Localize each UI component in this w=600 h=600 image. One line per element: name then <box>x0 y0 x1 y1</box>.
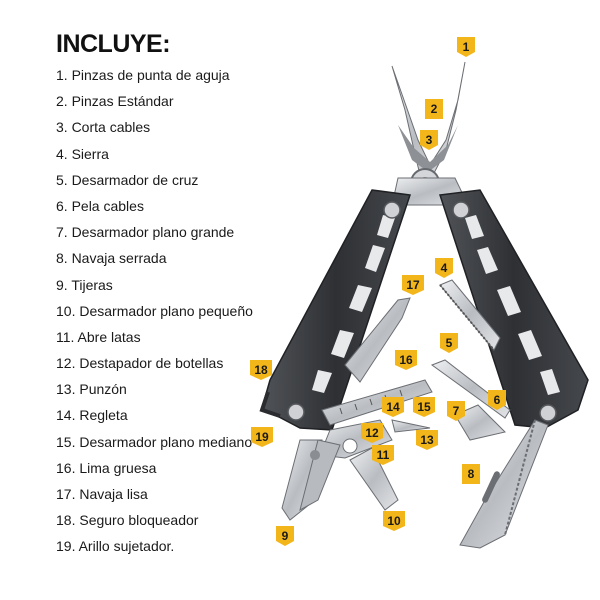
callout-17: 17 <box>402 275 424 295</box>
plain-knife <box>344 297 411 383</box>
page-title: INCLUYE: <box>56 30 171 58</box>
list-item: 12. Destapador de botellas <box>56 355 224 372</box>
callout-9: 9 <box>276 526 294 546</box>
callout-15: 15 <box>413 397 435 417</box>
callout-3: 3 <box>420 130 438 150</box>
awl <box>391 419 431 433</box>
callout-4: 4 <box>435 258 453 278</box>
list-item: 19. Arillo sujetador. <box>56 538 175 555</box>
list-item: 15. Desarmador plano mediano <box>56 433 253 450</box>
callout-11: 11 <box>372 445 394 465</box>
scissors <box>281 439 341 521</box>
list-item: 1. Pinzas de punta de aguja <box>56 67 230 83</box>
callout-14: 14 <box>382 397 404 417</box>
list-item: 16. Lima gruesa <box>56 459 157 476</box>
list-item: 17. Navaja lisa <box>56 486 148 502</box>
callout-7: 7 <box>447 401 465 421</box>
callout-13: 13 <box>416 430 438 450</box>
ruler-tool <box>321 379 433 426</box>
flat-driver-large <box>454 404 506 441</box>
list-item: 9. Tijeras <box>56 276 113 293</box>
list-item: 13. Punzón <box>56 381 127 398</box>
list-item: 7. Desarmador plano grande <box>56 224 235 241</box>
lanyard-ring <box>259 391 281 418</box>
callout-1: 1 <box>457 37 475 57</box>
list-item: 2. Pinzas Estándar <box>56 93 174 110</box>
callout-5: 5 <box>440 333 458 353</box>
list-item: 6. Pela cables <box>56 197 144 214</box>
callout-8: 8 <box>462 464 480 484</box>
callout-12: 12 <box>361 423 383 443</box>
included-items-list: 1. Pinzas de punta de aguja 2. Pinzas Es… <box>56 62 253 560</box>
list-item: 3. Corta cables <box>56 119 151 136</box>
callout-10: 10 <box>383 511 405 531</box>
callout-6: 6 <box>488 390 506 410</box>
list-item: 4. Sierra <box>56 145 109 162</box>
multitool-illustration <box>259 61 589 549</box>
list-item: 14. Regleta <box>56 407 128 424</box>
list-item: 5. Desarmador de cruz <box>56 171 199 188</box>
callout-19: 19 <box>251 427 273 447</box>
list-item: 8. Navaja serrada <box>56 250 167 267</box>
list-item: 11. Abre latas <box>56 328 141 345</box>
can-opener <box>349 447 399 511</box>
callout-16: 16 <box>395 350 417 370</box>
list-item: 18. Seguro bloqueador <box>56 512 199 529</box>
callout-2: 2 <box>425 99 443 119</box>
callout-18: 18 <box>250 360 272 380</box>
list-item: 10. Desarmador plano pequeño <box>56 302 253 319</box>
